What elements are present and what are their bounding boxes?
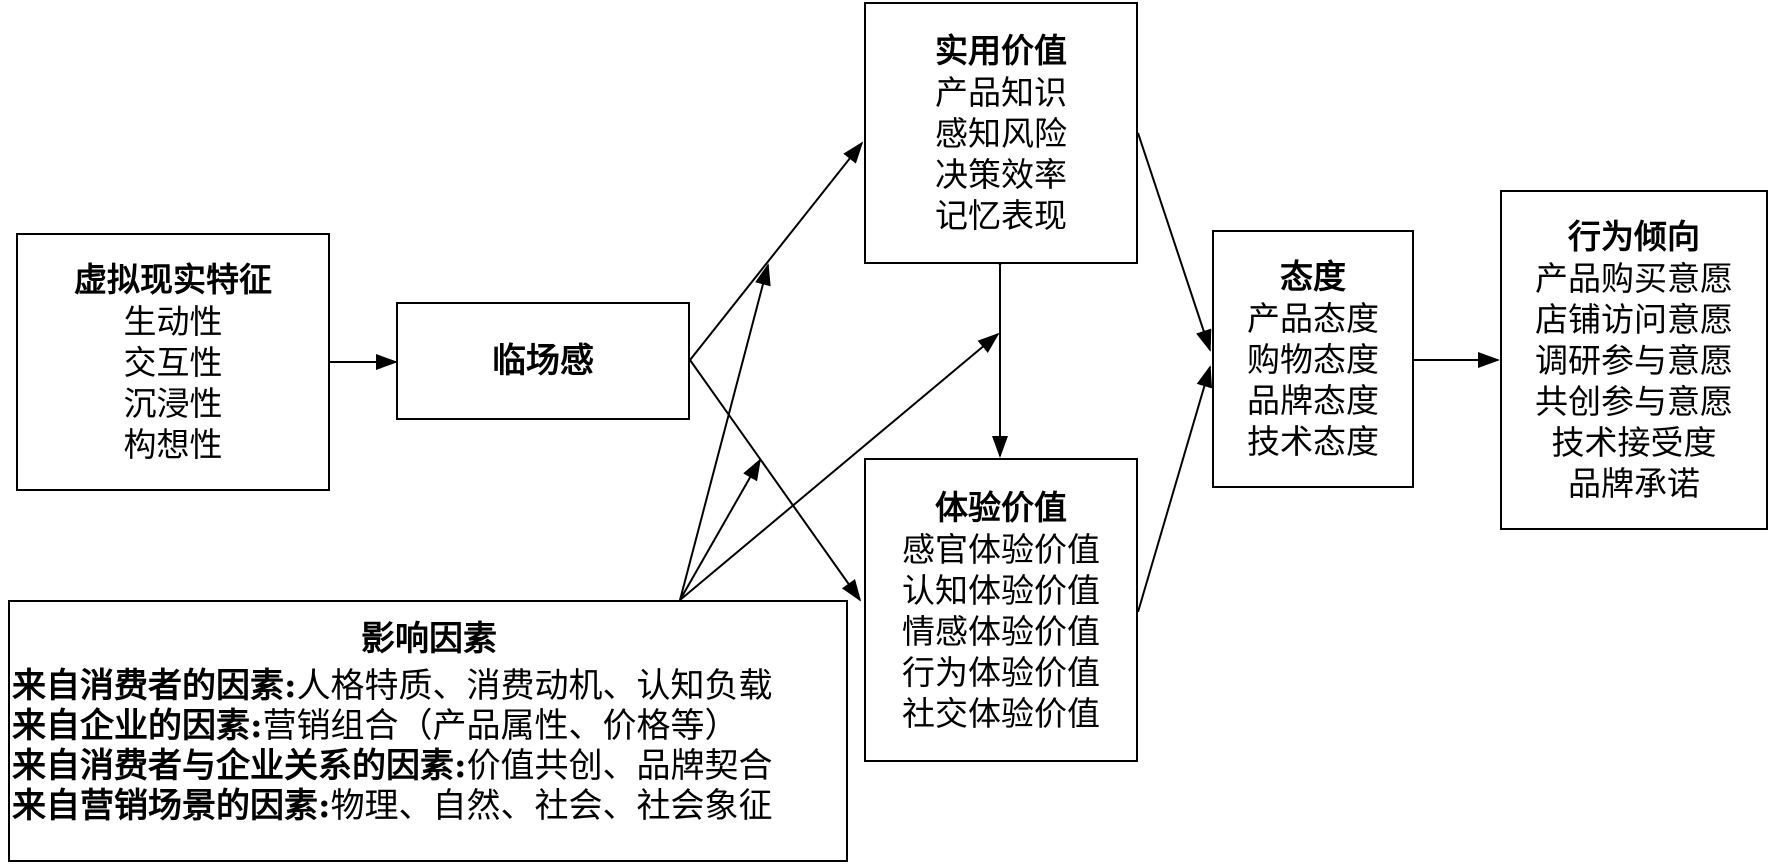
- influencing-factors-box: 影响因素 来自消费者的因素:人格特质、消费动机、认知负载 来自企业的因素:营销组…: [8, 600, 848, 862]
- attitude-item: 技术态度: [1247, 422, 1379, 461]
- experiential-value-item: 感官体验价值: [902, 529, 1100, 569]
- factor-label: 来自企业的因素: [12, 706, 250, 746]
- utilitarian-value-item: 产品知识: [935, 73, 1067, 112]
- behavioral-tendency-item: 共创参与意愿: [1535, 382, 1733, 421]
- factor-row: 来自消费者与企业关系的因素:价值共创、品牌契合: [12, 746, 846, 786]
- experiential-value-box: 体验价值 感官体验价值 认知体验价值 情感体验价值 行为体验价值 社交体验价值: [864, 458, 1138, 762]
- behavioral-tendency-item: 技术接受度: [1551, 423, 1717, 462]
- factor-row: 来自消费者的因素:人格特质、消费动机、认知负载: [12, 666, 846, 706]
- utilitarian-value-item: 感知风险: [935, 114, 1067, 153]
- arrow-presence-to-experiential: [689, 359, 862, 602]
- vr-feature-item: 沉浸性: [123, 384, 223, 423]
- attitude-item: 购物态度: [1247, 340, 1379, 379]
- influencing-factors-title: 影响因素: [361, 619, 497, 659]
- behavioral-tendency-item: 产品购买意愿: [1535, 259, 1733, 298]
- factor-row: 来自营销场景的因素:物理、自然、社会、社会象征: [12, 786, 846, 826]
- experiential-value-item: 情感体验价值: [902, 611, 1100, 651]
- behavioral-tendency-item: 调研参与意愿: [1535, 341, 1733, 380]
- vr-feature-item: 构想性: [123, 425, 223, 464]
- experiential-value-item: 社交体验价值: [902, 693, 1100, 733]
- vr-features-box: 虚拟现实特征 生动性 交互性 沉浸性 构想性: [16, 233, 330, 491]
- arrow-experiential-to-attitude: [1137, 365, 1213, 613]
- utilitarian-value-item: 决策效率: [935, 155, 1067, 194]
- factor-row: 来自企业的因素:营销组合（产品属性、价格等）: [12, 706, 846, 746]
- attitude-item: 品牌态度: [1247, 381, 1379, 420]
- presence-box: 临场感: [396, 302, 690, 420]
- vr-feature-item: 生动性: [123, 302, 223, 341]
- factor-text: 价值共创、品牌契合: [466, 746, 773, 786]
- utilitarian-value-box: 实用价值 产品知识 感知风险 决策效率 记忆表现: [864, 2, 1138, 264]
- factor-label: 来自消费者与企业关系的因素: [12, 746, 454, 786]
- behavioral-tendency-title: 行为倾向: [1568, 217, 1700, 256]
- factor-label: 来自消费者的因素: [12, 666, 284, 706]
- vr-features-title: 虚拟现实特征: [74, 260, 272, 299]
- attitude-title: 态度: [1280, 257, 1346, 296]
- presence-title: 临场感: [492, 341, 594, 381]
- moderator-to-path-utilitarian-experiential: [679, 332, 1000, 601]
- arrow-presence-to-utilitarian: [689, 141, 864, 361]
- factor-separator: :: [454, 746, 467, 786]
- behavioral-tendency-item: 品牌承诺: [1568, 464, 1700, 503]
- factor-text: 人格特质、消费动机、认知负载: [296, 666, 773, 706]
- factor-separator: :: [250, 706, 263, 746]
- moderator-to-path-presence-utilitarian: [679, 263, 771, 601]
- utilitarian-value-title: 实用价值: [935, 31, 1067, 70]
- factor-text: 物理、自然、社会、社会象征: [330, 786, 773, 826]
- arrow-utilitarian-to-attitude: [1137, 132, 1212, 352]
- utilitarian-value-item: 记忆表现: [935, 196, 1067, 235]
- experiential-value-title: 体验价值: [935, 487, 1067, 527]
- experiential-value-item: 行为体验价值: [902, 652, 1100, 692]
- moderator-to-path-presence-experiential: [679, 458, 761, 601]
- vr-feature-item: 交互性: [123, 343, 223, 382]
- behavioral-tendency-item: 店铺访问意愿: [1535, 300, 1733, 339]
- experiential-value-item: 认知体验价值: [902, 570, 1100, 610]
- behavioral-tendency-box: 行为倾向 产品购买意愿 店铺访问意愿 调研参与意愿 共创参与意愿 技术接受度 品…: [1500, 190, 1768, 530]
- factor-separator: :: [284, 666, 297, 706]
- factor-separator: :: [318, 786, 331, 826]
- factor-text: 营销组合（产品属性、价格等）: [262, 706, 739, 746]
- attitude-item: 产品态度: [1247, 299, 1379, 338]
- attitude-box: 态度 产品态度 购物态度 品牌态度 技术态度: [1212, 230, 1414, 488]
- factor-label: 来自营销场景的因素: [12, 786, 318, 826]
